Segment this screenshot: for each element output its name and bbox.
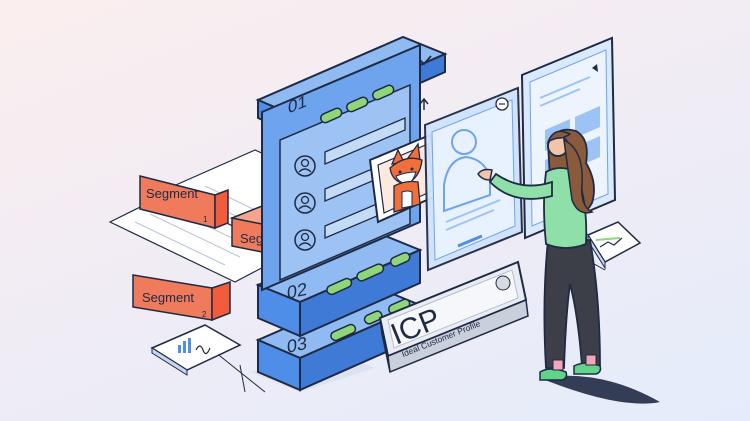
- pin-icon: [592, 64, 598, 72]
- stack-row-2-pill-1: [326, 277, 353, 296]
- stack-row-2: 02: [255, 231, 423, 338]
- stack-row-1-pill-2: [346, 96, 369, 113]
- stack-row-1-number: 01: [288, 91, 307, 118]
- chart-card-left: [150, 324, 242, 376]
- segment-tag-2-index: 2: [202, 310, 207, 319]
- segment-tag-1-index: 1: [203, 215, 208, 224]
- profile-action-line: [457, 234, 483, 248]
- sort-arrow-icon: [419, 97, 429, 110]
- segment-tag-3-label: Seg: [240, 231, 263, 246]
- figure-shadow: [540, 375, 660, 404]
- stack-row-2-pill-3: [389, 251, 411, 267]
- stack-row-2-pill-2: [356, 263, 385, 282]
- icp-sign: ICP Ideal Customer Profile: [378, 260, 529, 374]
- check-icon: [419, 55, 432, 66]
- fox-mascot-icon: [389, 142, 423, 213]
- pointing-hand: [477, 168, 493, 181]
- stack-row-2-number: 02: [287, 279, 307, 303]
- customer-stack: 03 02 01: [255, 35, 448, 392]
- chart-card-right: [586, 221, 642, 270]
- fox-card: [368, 133, 440, 224]
- stack-row-3-number: 03: [287, 333, 307, 357]
- stack-row-1: 01: [255, 35, 448, 292]
- segment-tag-1: Segment 1: [139, 175, 229, 230]
- sign-dot-icon: [495, 275, 511, 291]
- segment-tag-1-label: Segment: [146, 186, 198, 201]
- user-avatar-icon: [294, 192, 316, 214]
- segment-tag-2-label: Segment: [142, 290, 194, 305]
- user-row-1: [294, 117, 406, 177]
- shoe-left: [539, 368, 568, 381]
- line-chart-icon: [599, 237, 623, 248]
- profile-card: [423, 86, 524, 272]
- user-avatar-icon: [294, 155, 316, 177]
- shoe-right: [573, 362, 602, 375]
- bar-chart-icon: [178, 345, 181, 353]
- signature-squiggle-icon: [195, 345, 211, 355]
- stack-row-1-pill-1: [320, 107, 343, 124]
- segment-tag-2: Segment 2: [132, 274, 231, 322]
- user-avatar-icon: [294, 229, 316, 251]
- stack-row-3-pill-1: [330, 323, 357, 342]
- stack-row-1-pill-3: [372, 84, 395, 101]
- stack-row-3-pill-2: [363, 310, 383, 325]
- woman-figure: [477, 128, 660, 404]
